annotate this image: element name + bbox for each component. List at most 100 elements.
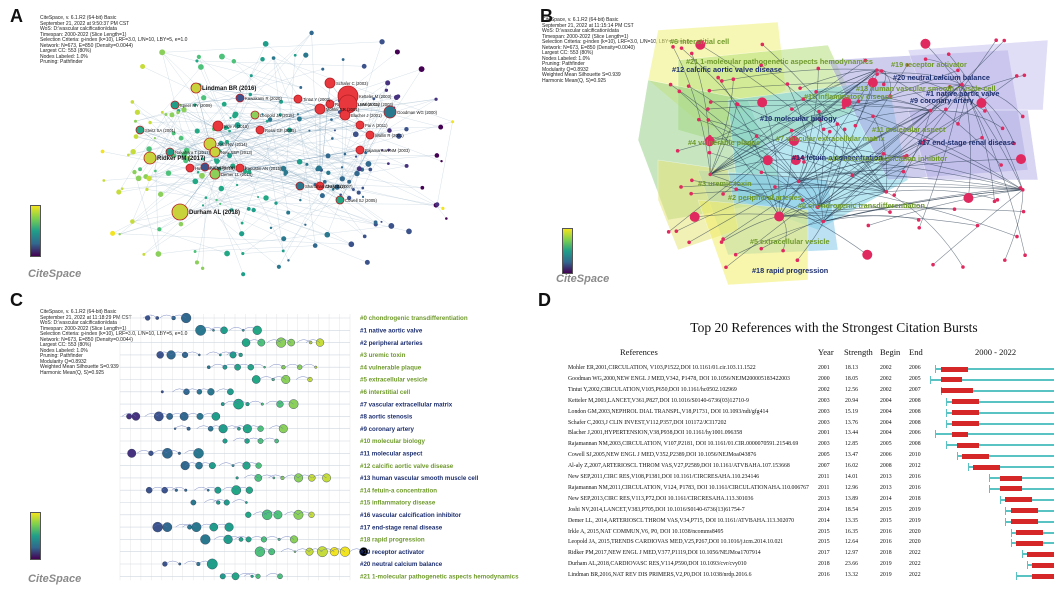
cluster-node bbox=[920, 38, 931, 49]
col-header-year: Year bbox=[818, 347, 834, 357]
cluster-edge bbox=[710, 69, 878, 175]
network-node bbox=[247, 169, 252, 175]
timeline-node bbox=[181, 351, 189, 358]
burst-start-tick bbox=[1005, 517, 1007, 526]
timeline-node bbox=[235, 476, 239, 480]
network-node bbox=[227, 153, 233, 159]
burst-year: 2003 bbox=[818, 441, 830, 448]
meta-line: Modularity Q=0.8932 bbox=[40, 358, 87, 365]
network-node bbox=[241, 272, 246, 277]
labeled-node: London GM (2003) bbox=[338, 94, 394, 114]
burst-year: 2003 bbox=[818, 408, 830, 415]
cluster-node bbox=[1021, 209, 1026, 214]
network-node bbox=[194, 260, 199, 265]
burst-ref: Rajamannan NM,2003,CIRCULATION, V107,P21… bbox=[568, 441, 799, 448]
cluster-node bbox=[827, 129, 832, 134]
network-edge bbox=[337, 186, 382, 223]
timeline-arc bbox=[269, 425, 284, 429]
cluster-edge bbox=[799, 69, 877, 89]
burst-timeline-line bbox=[946, 422, 1054, 425]
network-node bbox=[361, 63, 367, 69]
network-node bbox=[130, 148, 136, 155]
network-edge bbox=[198, 85, 231, 118]
cluster-edge bbox=[710, 159, 796, 175]
timeline-arc bbox=[184, 560, 199, 565]
node-circle bbox=[250, 110, 260, 120]
cluster-label: #19 receptor activator bbox=[891, 60, 967, 69]
cluster-graph-b: #0 chondrogenic transdifferentiation#1 n… bbox=[637, 21, 1049, 286]
cluster-edge bbox=[843, 104, 1023, 191]
network-node bbox=[234, 122, 241, 128]
burst-ref: Cowell SJ,2005,NEW ENGL J MED,V352,P2389… bbox=[568, 452, 757, 459]
timeline-node bbox=[152, 521, 163, 533]
burst-timeline-line bbox=[946, 400, 1054, 403]
node-circle bbox=[355, 120, 365, 130]
timeline-arc bbox=[235, 487, 250, 491]
cluster-edge bbox=[798, 181, 1018, 237]
cluster-label: #7 vascular extracellular matrix bbox=[776, 134, 885, 143]
network-edge bbox=[276, 202, 438, 205]
cluster-node bbox=[679, 185, 683, 189]
burst-start-tick bbox=[1010, 528, 1012, 537]
cluster-edge bbox=[823, 109, 947, 222]
network-node bbox=[146, 146, 152, 152]
node-label: Joshi NV (2014) bbox=[217, 142, 248, 147]
panel-d: D Top 20 References with the Strongest C… bbox=[528, 290, 1056, 591]
cluster-node bbox=[800, 198, 805, 202]
burst-end: 2020 bbox=[909, 539, 921, 546]
network-node bbox=[194, 128, 200, 134]
cluster-edge bbox=[798, 68, 819, 182]
node-circle bbox=[315, 181, 325, 191]
network-edge bbox=[145, 176, 423, 188]
burst-table-title: Top 20 References with the Strongest Cit… bbox=[690, 320, 978, 335]
burst-bar bbox=[962, 453, 990, 459]
timeline-arc bbox=[271, 376, 286, 380]
burst-begin: 2019 bbox=[880, 561, 892, 568]
network-node bbox=[138, 167, 142, 172]
cluster-node bbox=[862, 249, 873, 260]
burst-ref: Durham AL,2018,CARDIOVASC RES,V114,P590,… bbox=[568, 561, 747, 568]
timeline-arc bbox=[262, 437, 277, 442]
cluster-edge bbox=[798, 155, 907, 182]
timeline-arc bbox=[301, 364, 316, 368]
node-label: Al-aly Z (2007) bbox=[325, 184, 353, 189]
burst-begin: 2019 bbox=[880, 572, 892, 579]
network-node bbox=[308, 129, 311, 132]
node-circle bbox=[185, 163, 195, 173]
panel-letter-b: B bbox=[540, 6, 553, 26]
timeline-arc bbox=[172, 388, 187, 392]
network-node bbox=[325, 153, 331, 159]
cluster-edge bbox=[735, 221, 824, 255]
node-label: Blacher J (2001) bbox=[351, 113, 382, 118]
network-node bbox=[331, 188, 335, 191]
network-edge bbox=[202, 158, 352, 245]
meta-line: Pruning: Pathfinder bbox=[40, 353, 83, 359]
burst-begin: 2008 bbox=[880, 463, 892, 470]
network-node bbox=[200, 266, 205, 270]
cluster-node bbox=[853, 123, 858, 128]
burst-strength: 12.97 bbox=[845, 550, 859, 557]
cluster-edge bbox=[691, 179, 824, 222]
burst-year: 2011 bbox=[818, 474, 830, 480]
burst-year: 2003 bbox=[818, 397, 830, 404]
meta-line: September 21, 2022 at 11:15:14 PM CST bbox=[542, 22, 634, 29]
timeline-node bbox=[254, 546, 266, 557]
timeline-arc bbox=[198, 560, 213, 565]
network-edge bbox=[178, 59, 263, 111]
labeled-node: Demer LL (2014) bbox=[209, 168, 253, 180]
node-circle bbox=[170, 100, 180, 110]
network-node bbox=[160, 110, 164, 114]
node-circle bbox=[171, 203, 189, 221]
cluster-node bbox=[795, 258, 800, 263]
network-node bbox=[153, 137, 156, 140]
burst-ref: Al-aly Z,2007,ARTERIOSCL THROM VAS,V27,P… bbox=[568, 463, 790, 470]
network-node bbox=[262, 41, 269, 47]
network-node bbox=[241, 251, 245, 256]
cluster-node bbox=[980, 135, 984, 140]
network-node bbox=[265, 119, 269, 123]
burst-bar bbox=[951, 399, 979, 405]
network-node bbox=[339, 193, 342, 197]
cluster-node bbox=[871, 114, 875, 119]
network-edge bbox=[242, 250, 284, 254]
network-edge bbox=[149, 103, 331, 159]
